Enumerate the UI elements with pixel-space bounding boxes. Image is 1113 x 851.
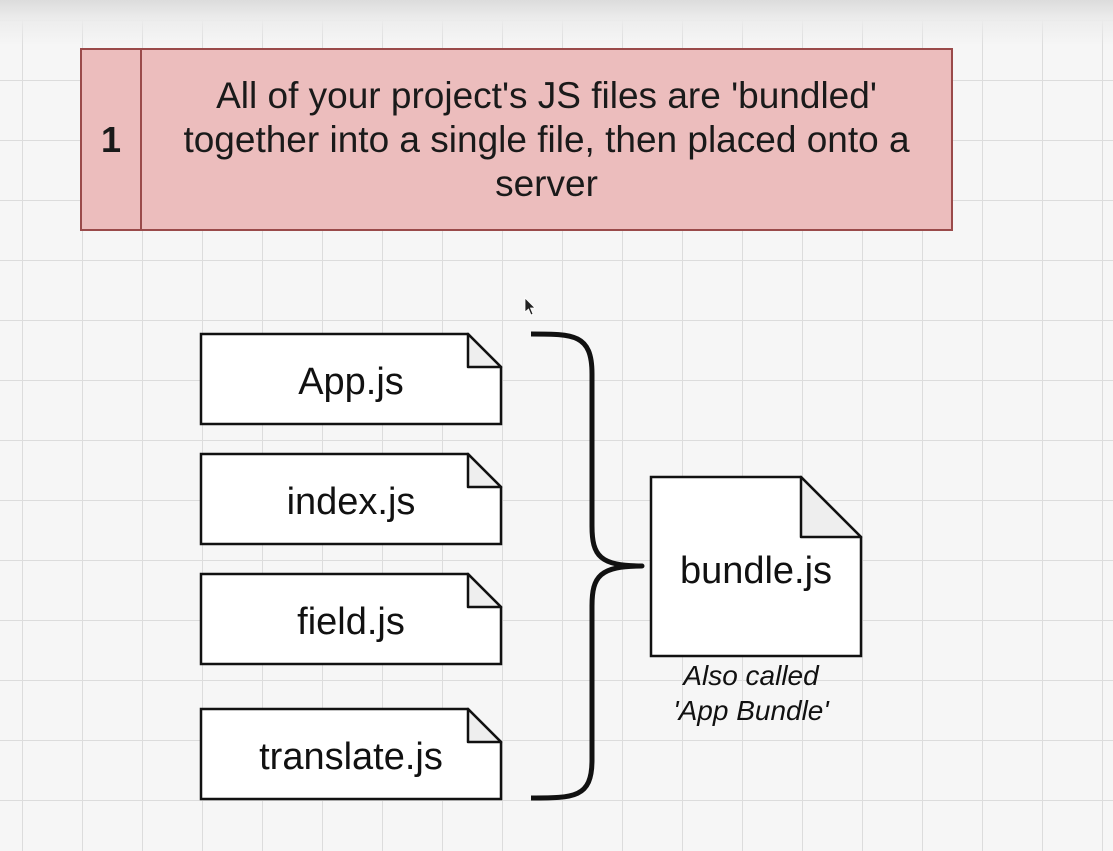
file-label: App.js <box>298 361 404 403</box>
mouse-cursor-icon <box>524 297 536 316</box>
file-field-js: field.js <box>199 572 503 666</box>
bundle-note-line1: Also called <box>681 660 820 691</box>
file-translate-js: translate.js <box>199 707 503 801</box>
file-index-js: index.js <box>199 452 503 546</box>
file-label: translate.js <box>259 736 443 778</box>
step-callout: 1 All of your project's JS files are 'bu… <box>80 48 953 231</box>
step-number: 1 <box>82 50 142 229</box>
bundle-file: bundle.js <box>649 475 863 658</box>
file-label: index.js <box>287 481 416 523</box>
top-shadow <box>0 0 1113 46</box>
bundle-label: bundle.js <box>680 550 832 592</box>
step-description: All of your project's JS files are 'bund… <box>183 74 910 204</box>
curly-brace <box>530 331 645 801</box>
file-app-js: App.js <box>199 332 503 426</box>
file-label: field.js <box>297 601 405 643</box>
bundle-note-line2: 'App Bundle' <box>673 695 830 726</box>
